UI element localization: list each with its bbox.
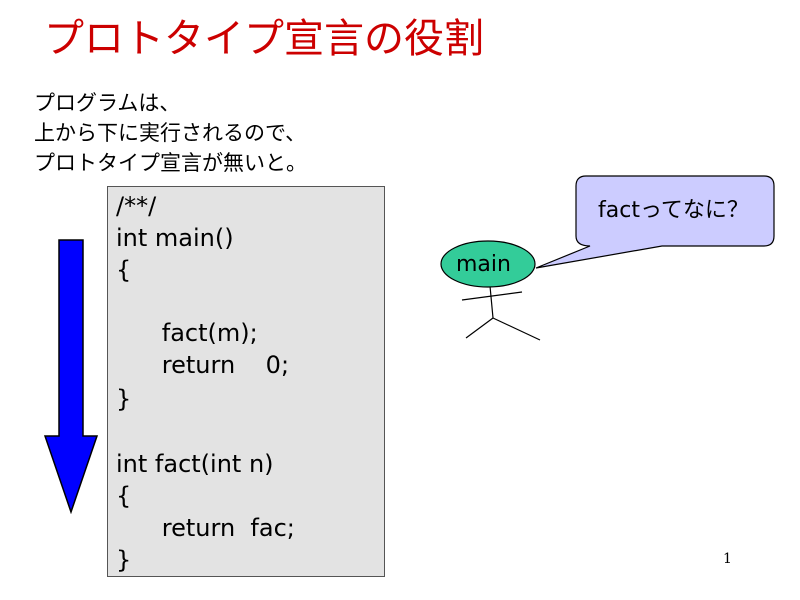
code-line: int main() bbox=[116, 224, 234, 252]
code-line: /**/ bbox=[116, 192, 157, 220]
page-number: 1 bbox=[723, 551, 732, 567]
code-line: return 0; bbox=[116, 351, 290, 379]
speech-bubble-text: factってなに？ bbox=[598, 198, 749, 223]
speech-bubble bbox=[535, 175, 775, 269]
slide-title: プロトタイプ宣言の役割 bbox=[44, 16, 484, 62]
code-line: } bbox=[116, 385, 132, 413]
down-arrow-icon bbox=[44, 239, 99, 514]
code-line: fact(m); bbox=[116, 319, 258, 347]
stick-figure-icon bbox=[440, 175, 775, 341]
code-line: { bbox=[116, 256, 132, 284]
figure-label: main bbox=[456, 252, 511, 277]
code-line: { bbox=[116, 482, 132, 510]
code-line: int fact(int n) bbox=[116, 450, 274, 478]
intro-line: プログラムは、 bbox=[34, 91, 181, 115]
figure-head bbox=[440, 240, 536, 288]
code-line: return fac; bbox=[116, 514, 295, 542]
code-listing: /**/ int main() { fact(m); return 0; } i… bbox=[107, 186, 385, 577]
intro-text: プログラムは、 上から下に実行されるので、 プロトタイプ宣言が無いと。 bbox=[34, 88, 307, 178]
intro-line: 上から下に実行されるので、 bbox=[34, 121, 307, 145]
code-line: } bbox=[116, 546, 132, 574]
intro-line: プロトタイプ宣言が無いと。 bbox=[34, 151, 307, 175]
